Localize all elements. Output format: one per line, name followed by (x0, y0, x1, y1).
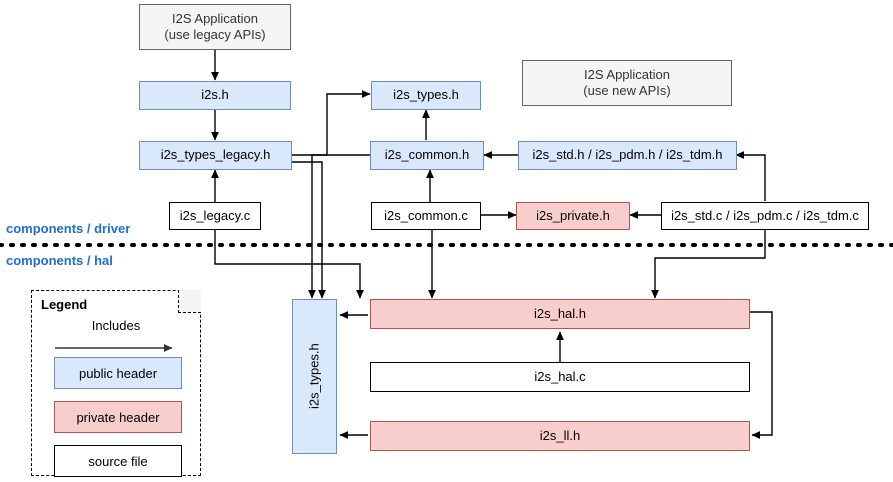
node-i2s-application-legacy: I2S Application (use legacy APIs) (139, 4, 291, 50)
legend-title: Legend (41, 297, 88, 312)
node-i2s-std-pdm-tdm-h: i2s_std.h / i2s_pdm.h / i2s_tdm.h (518, 141, 737, 170)
legend-item-public-header: public header (54, 357, 182, 389)
node-i2s-legacy-c: i2s_legacy.c (169, 202, 261, 230)
zone-label-driver: components / driver (6, 221, 131, 236)
node-i2s-application-new: I2S Application (use new APIs) (522, 60, 732, 106)
node-label-line2: (use legacy APIs) (164, 27, 266, 42)
node-label-line2: (use new APIs) (583, 83, 671, 98)
edge-types-legacy-to-types (292, 90, 371, 156)
edge-std-c-to-std-h (735, 151, 766, 201)
zone-label-hal: components / hal (6, 253, 113, 268)
node-i2s-types-h: i2s_types.h (371, 81, 481, 110)
node-i2s-ll-h: i2s_ll.h (370, 421, 750, 451)
edge-types-legacy-to-hal-types (292, 161, 326, 299)
node-i2s-hal-c: i2s_hal.c (370, 362, 750, 392)
node-i2s-h: i2s.h (139, 81, 291, 110)
edge-legacy-c-to-hal-h (214, 230, 364, 299)
node-i2s-types-h-hal: i2s_types.h (292, 299, 337, 454)
node-i2s-hal-h: i2s_hal.h (370, 299, 750, 329)
node-i2s-private-h: i2s_private.h (516, 202, 630, 230)
legend-item-source-file: source file (54, 445, 182, 477)
node-i2s-common-h: i2s_common.h (370, 141, 484, 170)
node-i2s-types-legacy-h: i2s_types_legacy.h (139, 141, 292, 170)
edge-common-h-to-hal-types (308, 154, 370, 299)
node-label-line1: I2S Application (583, 66, 670, 82)
legend-includes-label: Includes (91, 318, 141, 333)
legend-includes-arrow-icon (55, 344, 173, 352)
legend-item-private-header: private header (54, 401, 182, 433)
legend-fold-corner (178, 290, 201, 313)
legend-panel: Legend Includes public header private he… (31, 290, 201, 477)
node-i2s-common-c: i2s_common.c (371, 202, 481, 230)
edge-hal-h-to-ll-h (750, 311, 773, 439)
edge-std-c-to-hal-h (651, 230, 766, 299)
node-i2s-std-pdm-tdm-c: i2s_std.c / i2s_pdm.c / i2s_tdm.c (661, 202, 869, 230)
node-label-line1: I2S Application (171, 10, 258, 26)
